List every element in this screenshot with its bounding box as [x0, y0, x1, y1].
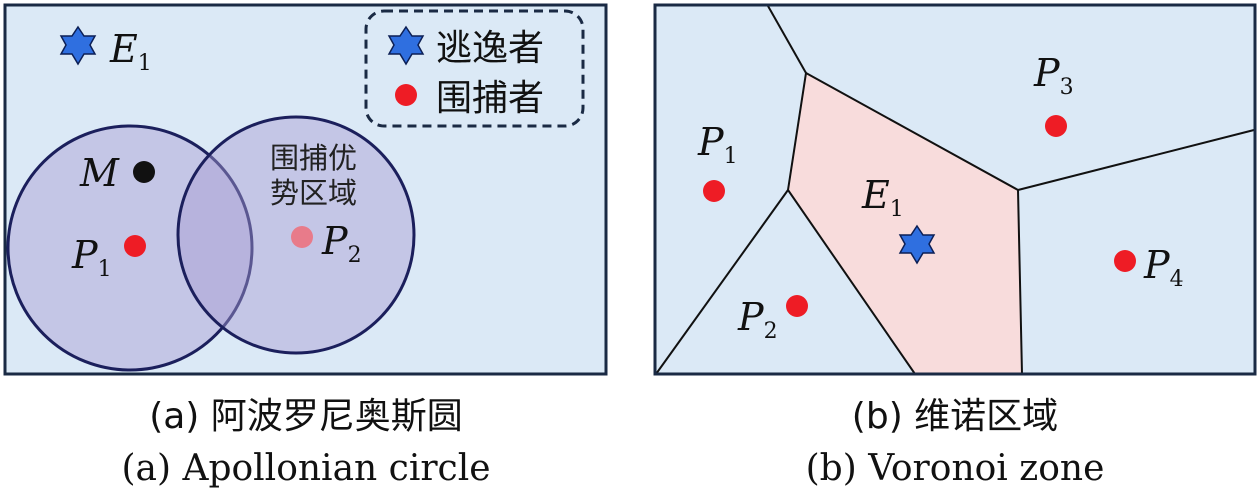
pursuer-p3-label: P3 [1033, 51, 1074, 100]
caption-a-en: (a) Apollonian circle [121, 448, 490, 489]
pursuer-p4-dot [1114, 250, 1136, 272]
pursuer-p1-dot [124, 235, 146, 257]
point-m-label: M [79, 151, 120, 195]
evader-label: E1 [109, 27, 152, 76]
legend-evader-star-icon [387, 25, 425, 66]
point-m [133, 161, 155, 183]
panel-b-frame [653, 3, 1257, 376]
advantage-region-line1: 围捕优 [270, 141, 357, 175]
pursuer-p3-dot [1045, 115, 1067, 137]
pursuer-p1-label: P1 [71, 233, 112, 282]
pursuer-p1-label: P1 [697, 120, 738, 169]
pursuer-p2-dot [291, 226, 313, 248]
caption-a-cn: (a) 阿波罗尼奥斯圆 [149, 396, 463, 437]
caption-b-cn: (b) 维诺区域 [852, 396, 1058, 437]
legend-evader-label: 逃逸者 [436, 28, 544, 69]
caption-b-en: (b) Voronoi zone [806, 448, 1105, 489]
legend-pursuer-dot-icon [395, 84, 417, 106]
pursuer-p1-dot [703, 180, 725, 202]
evader-star-icon [59, 25, 97, 66]
legend-pursuer-label: 围捕者 [436, 78, 544, 119]
panel-a: E1 逃逸者 围捕者 M P1 P2 围捕优 势区域 [3, 3, 608, 376]
pursuer-p2-label: P2 [737, 295, 778, 344]
panel-b: P1 P2 P3 P4 E1 [653, 3, 1257, 376]
evader-label: E1 [861, 173, 904, 222]
pursuer-p2-dot [786, 295, 808, 317]
voronoi-edge [1017, 129, 1255, 191]
evader-star-icon [898, 224, 936, 265]
panel-a-background [3, 3, 608, 376]
legend: 逃逸者 围捕者 [364, 9, 585, 128]
voronoi-edge [655, 189, 789, 375]
voronoi-edge [767, 5, 807, 74]
legend-frame [364, 9, 585, 128]
pursuer-p2-label: P2 [321, 219, 362, 268]
advantage-region-line2: 势区域 [270, 176, 357, 210]
pursuer-p4-label: P4 [1143, 243, 1184, 292]
